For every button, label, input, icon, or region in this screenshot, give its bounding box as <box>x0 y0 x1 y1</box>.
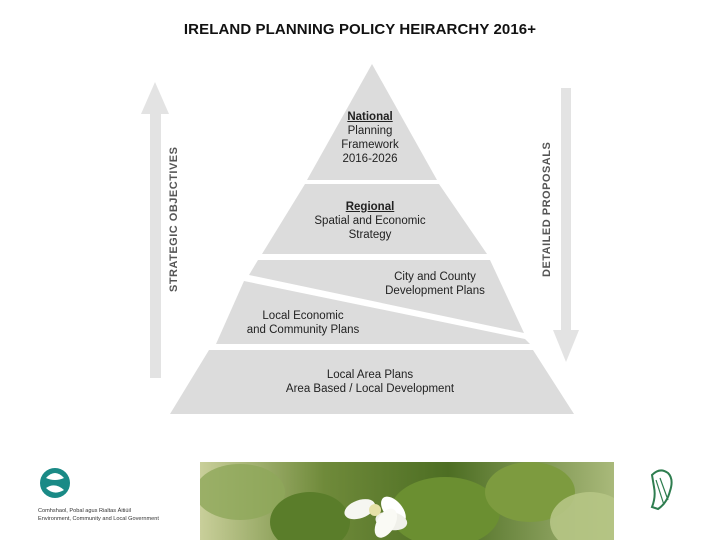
tier-local-area-text: Local Area Plans Area Based / Local Deve… <box>270 368 470 396</box>
department-name: Comhshaol, Pobal agus Rialtas Áitiúil En… <box>38 507 159 523</box>
tier-local-economic-text: Local Economic and Community Plans <box>238 309 368 337</box>
department-name-english: Environment, Community and Local Governm… <box>38 516 159 522</box>
department-name-irish: Comhshaol, Pobal agus Rialtas Áitiúil <box>38 508 131 514</box>
tier-city-county-text: City and County Development Plans <box>370 270 500 298</box>
tier-national-line: Framework <box>341 139 399 151</box>
slide-title: IRELAND PLANNING POLICY HEIRARCHY 2016+ <box>183 21 537 38</box>
strategic-objectives-arrow <box>141 82 169 378</box>
tier-local-area-line: Local Area Plans <box>326 369 414 381</box>
tier-city-county <box>249 260 524 333</box>
tier-regional-line: Spatial and Economic <box>314 215 426 227</box>
tier-regional-text: Regional Spatial and Economic Strategy <box>300 200 440 242</box>
harp-emblem-icon <box>650 469 673 511</box>
tier-local-economic-line: Local Economic <box>262 310 344 322</box>
tier-local-area <box>170 350 574 414</box>
tier-national-line: 2016-2026 <box>342 153 398 165</box>
tier-local-area-line: Area Based / Local Development <box>285 383 455 395</box>
tier-regional-line: Strategy <box>348 229 392 241</box>
tier-local-economic-line: and Community Plans <box>246 324 360 336</box>
tier-local-economic <box>216 281 530 344</box>
detailed-proposals-label: DETAILED PROPOSALS <box>541 141 553 277</box>
tier-regional <box>262 184 487 254</box>
detailed-proposals-arrow <box>553 88 579 362</box>
tier-national-heading: National <box>347 111 393 123</box>
tier-national-line: Planning <box>347 125 393 137</box>
tier-national <box>307 64 437 180</box>
department-logo-icon <box>40 468 70 498</box>
strategic-objectives-label: STRATEGIC OBJECTIVES <box>168 146 180 292</box>
shamrock-photo <box>200 462 614 540</box>
tier-regional-heading: Regional <box>345 201 395 213</box>
tier-national-text: National Planning Framework 2016-2026 <box>320 110 420 166</box>
tier-city-county-line: City and County <box>394 271 476 283</box>
tier-city-county-line: Development Plans <box>385 285 485 297</box>
